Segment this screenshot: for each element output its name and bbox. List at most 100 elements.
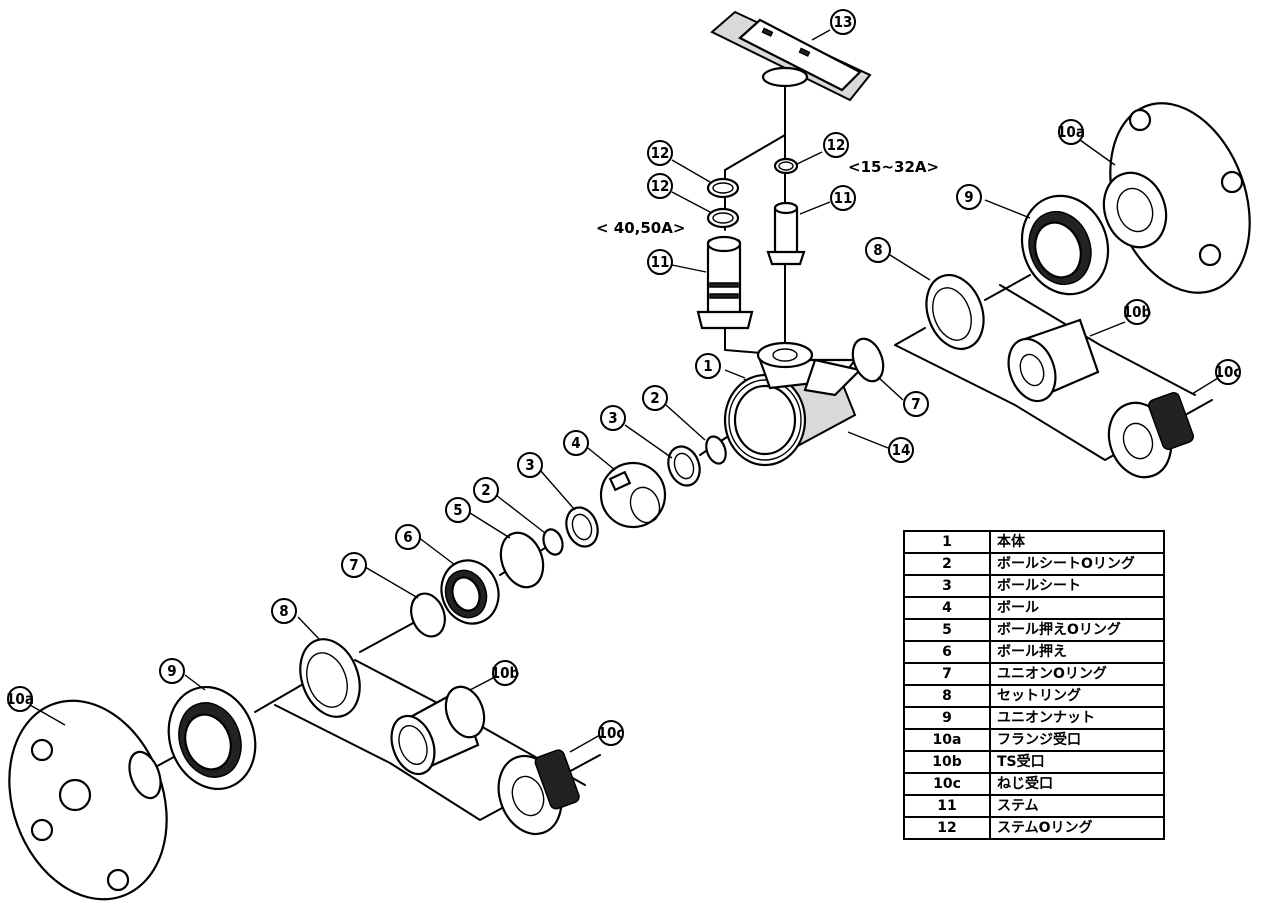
stems-part-11 [696,201,806,330]
svg-text:9: 9 [964,188,973,206]
ts-ends-part-10b [390,318,1100,776]
callout-10a-top: 10a [1057,119,1085,145]
union-o-rings-part-7 [410,337,885,638]
part-name-cell: ボールシート [989,574,1165,598]
callouts: 13 12 12 12 11 11 10a 9 8 10b 10c 7 14 1… [6,9,1242,746]
callout-10b-top: 10b [1123,299,1152,325]
part-name-cell: フランジ受口 [989,728,1165,752]
part-name-cell: ステムOリング [989,816,1165,840]
svg-text:10b: 10b [1123,303,1152,321]
svg-text:12: 12 [651,177,670,195]
part-number-cell: 7 [903,662,991,686]
callout-9-bottom: 9 [159,658,185,684]
ball-seat-parts-2-3 [542,435,727,556]
part-number-cell: 11 [903,794,991,818]
svg-text:8: 8 [873,241,882,259]
svg-text:10a: 10a [1057,123,1085,141]
callout-1: 1 [695,353,721,379]
part-number-cell: 4 [903,596,991,620]
ball-holder-parts-5-6 [440,531,545,625]
threaded-ends-part-10c [497,392,1194,836]
svg-text:1: 1 [703,357,712,375]
callout-7-top: 7 [903,391,929,417]
callout-14: 14 [888,437,914,463]
part-number-cell: 8 [903,684,991,708]
part-name-cell: ボール押え [989,640,1165,664]
part-name-cell: ユニオンOリング [989,662,1165,686]
stem-o-rings-part-12 [706,157,799,229]
part-name-cell: ねじ受口 [989,772,1165,796]
callout-2-upper: 2 [642,385,668,411]
part-number-cell: 2 [903,552,991,576]
part-number-cell: 12 [903,816,991,840]
callout-3-lower: 3 [517,452,543,478]
svg-text:8: 8 [279,602,288,620]
part-number-cell: 9 [903,706,991,730]
svg-text:10c: 10c [1215,363,1242,381]
callout-3-upper: 3 [600,405,626,431]
svg-text:11: 11 [834,189,853,207]
svg-text:7: 7 [911,395,920,413]
svg-text:6: 6 [403,528,412,546]
part-number-cell: 6 [903,640,991,664]
callout-5: 5 [445,497,471,523]
callout-10c-top: 10c [1215,359,1242,385]
part-name-cell: ボールシートOリング [989,552,1165,576]
handle-part-13 [710,10,872,102]
callout-10a-bottom: 10a [6,686,34,712]
svg-text:7: 7 [349,556,358,574]
part-name-cell: ステム [989,794,1165,818]
callout-12-right: 12 [823,132,849,158]
size-note-15-32A: <15~32A> [848,158,939,176]
part-number-cell: 1 [903,530,991,554]
callout-8-top: 8 [865,237,891,263]
set-rings-part-8 [299,274,985,718]
svg-text:10b: 10b [491,664,520,682]
part-name-cell: ボール [989,596,1165,620]
part-name-cell: 本体 [989,530,1165,554]
flange-ends-part-10a [8,102,1251,901]
callout-13: 13 [830,9,856,35]
part-name-cell: ユニオンナット [989,706,1165,730]
svg-text:9: 9 [167,662,176,680]
svg-text:2: 2 [650,389,659,407]
callout-12-upper-left: 12 [647,140,673,166]
callout-10b-bottom: 10b [491,660,520,686]
callout-10c-bottom: 10c [598,720,625,746]
svg-text:10c: 10c [598,724,625,742]
part-number-cell: 3 [903,574,991,598]
callout-4: 4 [563,430,589,456]
svg-text:12: 12 [827,136,846,154]
callout-11-left: 11 [647,249,673,275]
callout-11-right: 11 [830,185,856,211]
ball-part-4 [599,461,667,529]
union-nuts-part-9 [167,194,1110,791]
svg-text:12: 12 [651,144,670,162]
part-number-cell: 10a [903,728,991,752]
part-number-cell: 10c [903,772,991,796]
svg-text:13: 13 [834,13,853,31]
svg-text:3: 3 [525,456,534,474]
svg-text:4: 4 [571,434,580,452]
callout-12-lower-left: 12 [647,173,673,199]
svg-text:2: 2 [481,481,490,499]
part-name-cell: TS受口 [989,750,1165,774]
callout-6: 6 [395,524,421,550]
callout-9-top: 9 [956,184,982,210]
svg-text:10a: 10a [6,690,34,708]
